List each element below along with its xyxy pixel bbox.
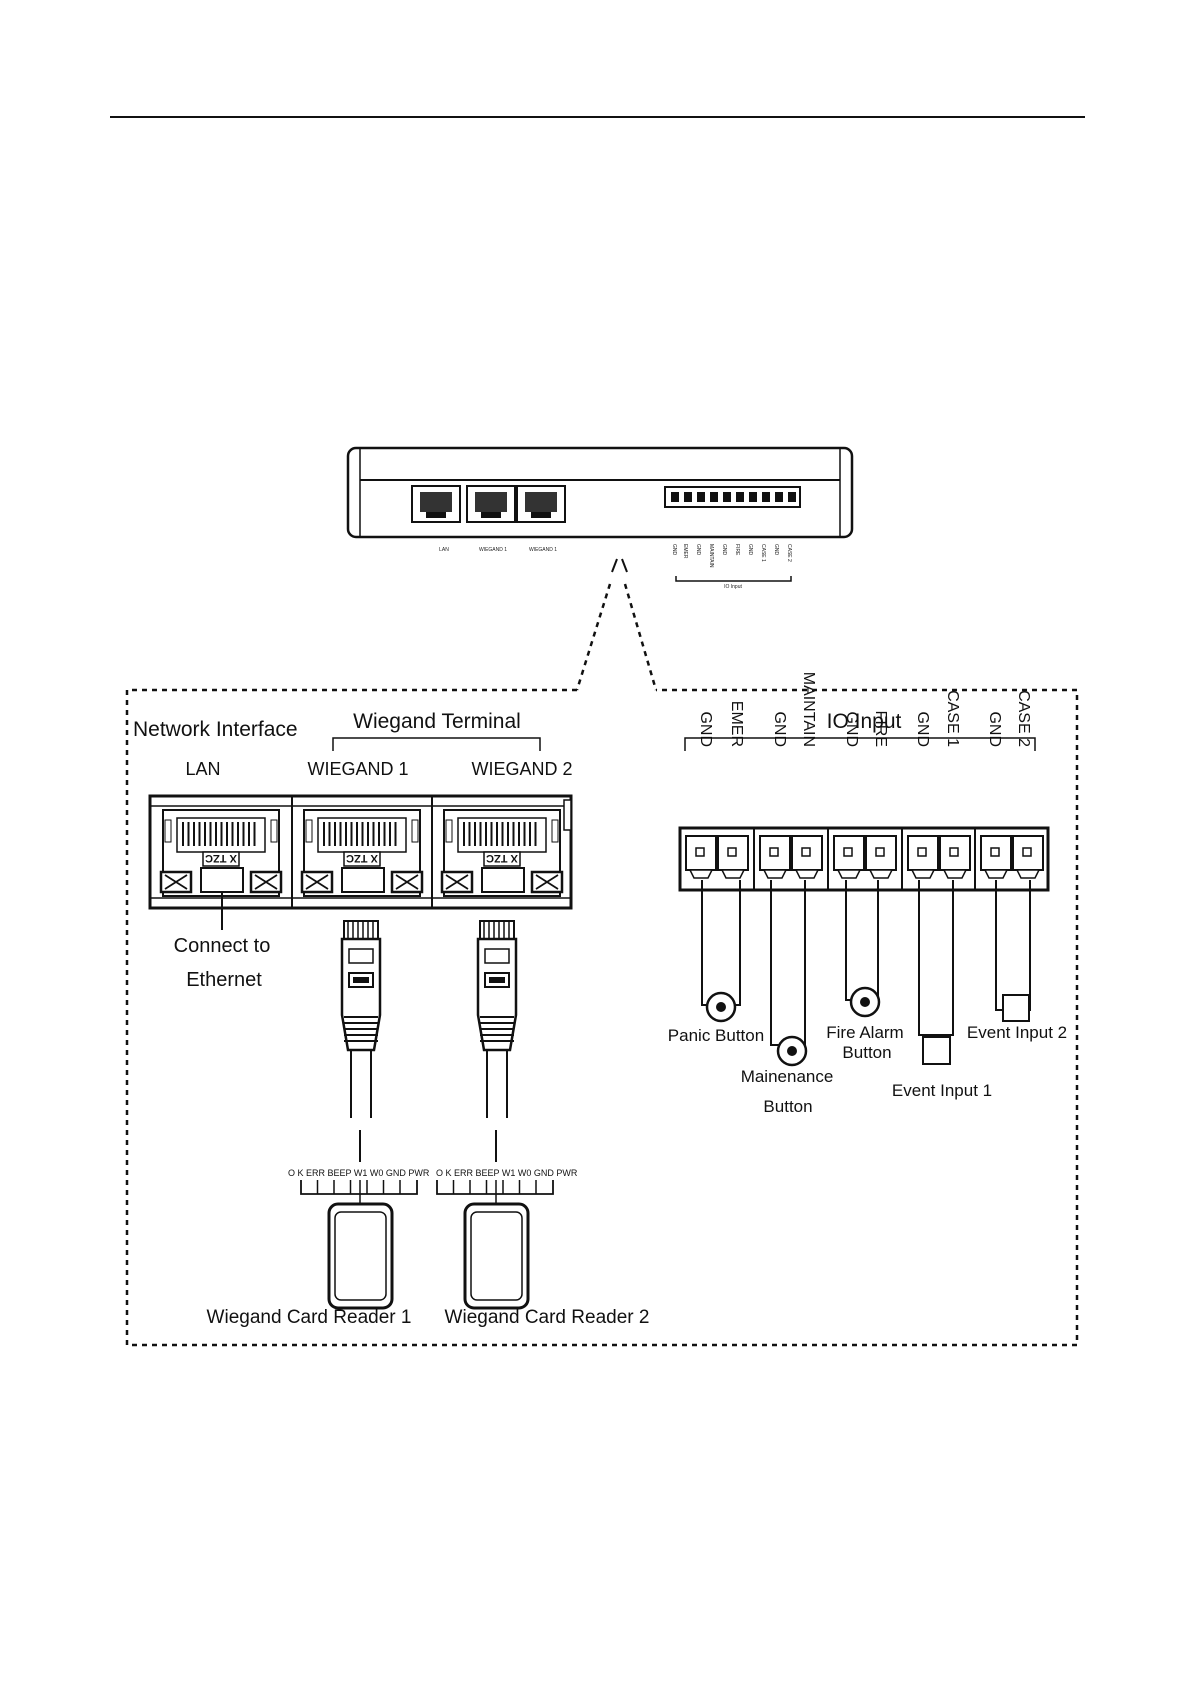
maintenance-label-line1: Mainenance: [741, 1067, 834, 1086]
rj45-port: X TZC: [159, 809, 283, 897]
device-io-pin-label: EMER: [682, 544, 688, 559]
io-pin-label: GND: [771, 711, 788, 747]
rj45-plugs: [300, 920, 554, 1310]
reader1-pin-labels: O K ERR BEEP W1 W0 GND PWR: [288, 1168, 430, 1178]
event-input-2-label: Event Input 2: [967, 1023, 1067, 1042]
device-io-pin-label: GND: [747, 544, 753, 556]
rj45-mark: X TZC: [346, 852, 378, 864]
io-terminal-pin: [1012, 835, 1044, 879]
device-rj45-wiegand2: [516, 485, 566, 523]
connect-ethernet-line1: Connect to: [174, 935, 271, 957]
io-terminal-pin: [759, 835, 791, 879]
event-input-1-icon: [922, 1036, 951, 1065]
io-terminal-pin: [833, 835, 865, 879]
io-pin-label: MAINTAIN: [800, 672, 817, 747]
io-pin-label: GND: [697, 711, 714, 747]
wiegand1-port-label: WIEGAND 1: [307, 759, 408, 779]
io-pin-label: FIRE: [872, 711, 889, 747]
device-label-lan: LAN: [439, 547, 449, 553]
io-pin-label: EMER: [728, 701, 745, 747]
device-overview: LAN WIEGAND 1 WIEGAND 1 GND EMER GND MAINTA…: [346, 446, 854, 590]
reader2-label: Wiegand Card Reader 2: [445, 1307, 650, 1328]
device-io-pin-label: GND: [721, 544, 727, 556]
device-io-pin-label: GND: [773, 544, 779, 556]
event-input-1-label: Event Input 1: [892, 1081, 992, 1100]
wiegand2-port-label: WIEGAND 2: [471, 759, 572, 779]
io-pin-labels: GND EMER GND MAINTAIN GND FIRE GND CASE 1 GND CAS…: [697, 672, 1032, 747]
device-label-wiegand2: WIEGAND 1: [529, 547, 557, 553]
detail-frame: [125, 688, 1079, 1347]
rj45-port: X TZC: [440, 809, 564, 897]
device-rj45-lan: [411, 485, 461, 523]
device-io-pin-label: GND: [671, 544, 677, 556]
device-io-pin-label: MAINTAIN: [708, 544, 714, 568]
device-rj45-wiegand1: [466, 485, 516, 523]
reader1-label: Wiegand Card Reader 1: [207, 1307, 412, 1328]
fire-alarm-label-line2: Button: [842, 1043, 891, 1062]
io-bracket: [684, 737, 1036, 751]
card-reader-icon: [463, 1202, 530, 1310]
panic-button-label: Panic Button: [668, 1026, 764, 1045]
io-terminal-pin: [907, 835, 939, 879]
io-pin-label: CASE 2: [1015, 690, 1032, 747]
zoom-callout: [575, 558, 658, 691]
rj45-ports: X TZC X TZC X TZC: [159, 809, 564, 897]
io-wiring: [701, 880, 1031, 1046]
io-terminal-pin: [791, 835, 823, 879]
lan-port-label: LAN: [185, 759, 220, 779]
device-io-pin-label: GND: [695, 544, 701, 556]
device-io-pin-labels: GND EMER GND MAINTAIN GND FIRE GND CASE 1 GND CAS…: [671, 544, 792, 568]
device-io-caption: IO Input: [724, 584, 742, 590]
fire-alarm-label-line1: Fire Alarm: [826, 1023, 903, 1042]
io-pin-label: GND: [843, 711, 860, 747]
device-io-terminal: [664, 486, 801, 508]
io-terminals: [685, 835, 1044, 879]
io-input-title: IO Input: [827, 710, 902, 733]
wiegand-bracket: [332, 737, 541, 751]
io-pin-label: GND: [986, 711, 1003, 747]
event-input-2-icon: [1002, 994, 1030, 1022]
wiegand-cable-assembly: [436, 920, 554, 1310]
wiegand-terminal-title: Wiegand Terminal: [353, 710, 521, 733]
rj45-port: X TZC: [300, 809, 424, 897]
maintenance-button-icon: [776, 1035, 808, 1067]
connect-ethernet-line2: Ethernet: [186, 969, 262, 991]
io-terminal-pin: [865, 835, 897, 879]
maintenance-label-line2: Button: [763, 1097, 812, 1116]
io-terminal-pin: [939, 835, 971, 879]
card-reader-icon: [327, 1202, 394, 1310]
device-io-pin-label: CASE 2: [786, 544, 792, 562]
device-io-pin-label: FIRE: [734, 544, 740, 556]
io-pin-label: GND: [914, 711, 931, 747]
io-pin-label: CASE 1: [944, 690, 961, 747]
io-terminal-pin: [980, 835, 1012, 879]
network-interface-title: Network Interface: [133, 718, 298, 741]
fire-alarm-button-icon: [849, 986, 881, 1018]
io-terminal-pin: [717, 835, 749, 879]
wiegand-cable-assembly: [300, 920, 418, 1310]
io-terminal-pin: [685, 835, 717, 879]
device-io-pin-label: CASE 1: [760, 544, 766, 562]
rj45-mark: X TZC: [205, 852, 237, 864]
rj45-mark: X TZC: [486, 852, 518, 864]
device-label-wiegand1: WIEGAND 1: [479, 547, 507, 553]
panic-button-icon: [705, 991, 737, 1023]
reader2-pin-labels: O K ERR BEEP W1 W0 GND PWR: [436, 1168, 578, 1178]
